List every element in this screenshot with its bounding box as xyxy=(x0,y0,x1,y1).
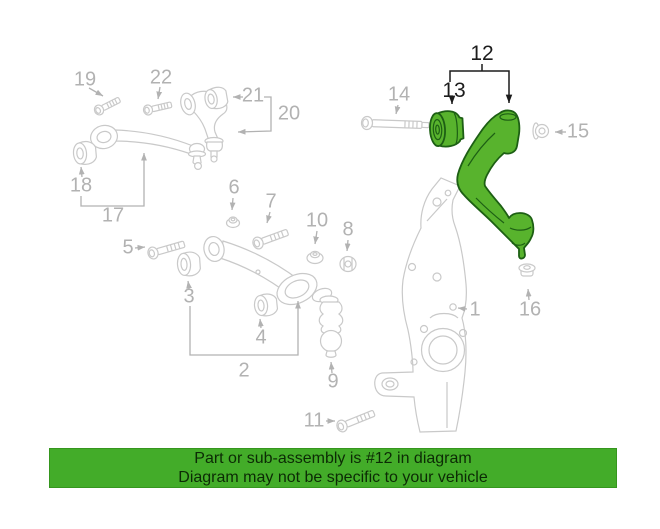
callout-7: 7 xyxy=(265,190,277,213)
callout-22: 22 xyxy=(149,66,173,89)
callout-2: 2 xyxy=(238,359,250,382)
bushing-21 xyxy=(204,86,229,110)
bolt-22 xyxy=(142,101,173,116)
nut-6 xyxy=(225,216,241,229)
bolt-11 xyxy=(336,409,376,433)
bolt-14 xyxy=(360,115,430,131)
bolt-5 xyxy=(147,240,186,260)
nut-10 xyxy=(306,250,324,265)
gray-leader-lines xyxy=(78,86,566,424)
steering-knuckle xyxy=(374,177,468,433)
ball-joint-9 xyxy=(318,295,344,358)
nut-8 xyxy=(339,255,357,273)
callout-10: 10 xyxy=(305,209,329,232)
callout-21: 21 xyxy=(241,84,265,107)
banner-line2: Diagram may not be specific to your vehi… xyxy=(178,469,488,486)
callout-19: 19 xyxy=(73,68,97,91)
front-upper-control-arm xyxy=(90,124,207,171)
callout-4: 4 xyxy=(255,326,267,349)
callout-6: 6 xyxy=(228,176,240,199)
highlighted-bushing-13 xyxy=(429,110,465,148)
callout-8: 8 xyxy=(342,218,354,241)
nut-16 xyxy=(518,263,536,277)
callout-15: 15 xyxy=(566,120,590,143)
bolt-19 xyxy=(93,96,121,116)
callout-11: 11 xyxy=(303,409,325,432)
callout-18: 18 xyxy=(69,174,93,197)
bolt-7 xyxy=(252,229,289,250)
bushing-18 xyxy=(72,140,98,165)
callout-16: 16 xyxy=(518,298,542,321)
callout-12: 12 xyxy=(470,42,494,65)
nut-15 xyxy=(532,122,550,140)
callout-9: 9 xyxy=(327,370,339,393)
callout-13: 13 xyxy=(442,79,466,102)
callout-5: 5 xyxy=(122,236,134,259)
callout-3: 3 xyxy=(183,285,195,308)
highlighted-control-arm-12 xyxy=(456,109,535,260)
callout-14: 14 xyxy=(387,83,411,106)
bushing-4 xyxy=(253,293,279,317)
callout-17: 17 xyxy=(101,204,125,227)
callout-1: 1 xyxy=(469,298,481,321)
lower-front-control-arm xyxy=(203,235,333,306)
highlight-banner: Part or sub-assembly is #12 in diagram D… xyxy=(49,448,617,488)
callout-20: 20 xyxy=(277,102,301,125)
banner-line1: Part or sub-assembly is #12 in diagram xyxy=(194,450,472,467)
bushing-3 xyxy=(176,251,201,277)
highlight-leader-lines xyxy=(448,64,513,105)
